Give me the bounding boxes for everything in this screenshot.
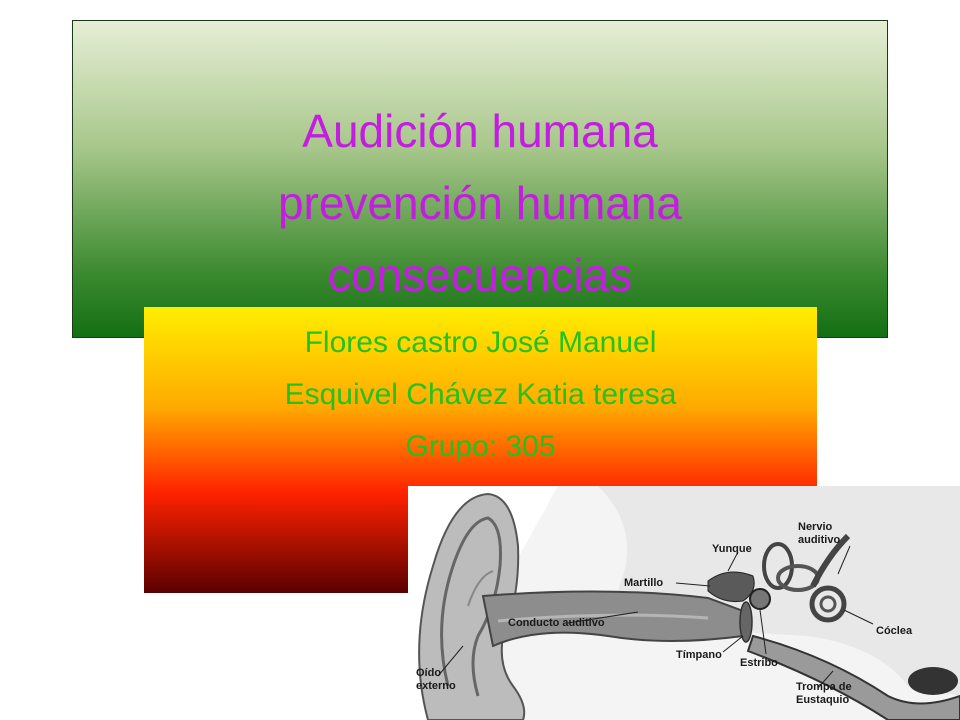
title-placeholder: Audición humana prevención humana consec… [72, 20, 888, 338]
label-externo: externo [416, 680, 456, 692]
cochlea-shape [809, 585, 847, 623]
pinna-fold [440, 516, 502, 697]
skull-shading [598, 486, 960, 696]
slide-title: Audición humana prevención humana consec… [73, 95, 887, 311]
label-nervio: Nervio [798, 521, 833, 533]
subtitle-line-2: Esquivel Chávez Katia teresa [284, 378, 677, 411]
tube-end [908, 667, 958, 695]
eustachian-tube [746, 634, 960, 720]
eardrum-shape [739, 601, 753, 643]
label-yunque: Yunque [712, 543, 752, 555]
slide-subtitle: Flores castro José Manuel Esquivel Cháve… [144, 317, 817, 473]
subtitle-line-1: Flores castro José Manuel [304, 326, 657, 359]
title-line-3: consecuencias [327, 249, 633, 301]
label-estribo: Estribo [740, 657, 778, 669]
label-oido: Oído [416, 667, 441, 679]
stapes-shape [749, 588, 771, 610]
ear-canal-highlight [497, 613, 709, 623]
pinna-shape [418, 492, 526, 720]
ear-canal [481, 590, 744, 648]
label-conducto: Conducto auditivo [508, 617, 605, 629]
title-line-2: prevención humana [277, 177, 683, 229]
label-eustaquio: Eustaquio [796, 694, 849, 706]
subtitle-line-3: Grupo: 305 [405, 430, 556, 463]
title-line-1: Audición humana [302, 105, 658, 157]
nerve-shape [810, 533, 851, 588]
label-timpano: Tímpano [676, 649, 722, 661]
label-coclea: Cóclea [876, 625, 913, 637]
ear-diagram-svg: Nervio auditivo Yunque Martillo Conducto… [416, 486, 960, 720]
leader-lines [437, 545, 874, 689]
label-martillo: Martillo [624, 577, 663, 589]
pinna-inner-fold [467, 570, 494, 607]
label-trompa: Trompa de [796, 681, 852, 693]
ear-anatomy-image: Nervio auditivo Yunque Martillo Conducto… [408, 486, 960, 720]
label-auditivo: auditivo [798, 534, 840, 546]
cochlea-inner [819, 595, 837, 613]
